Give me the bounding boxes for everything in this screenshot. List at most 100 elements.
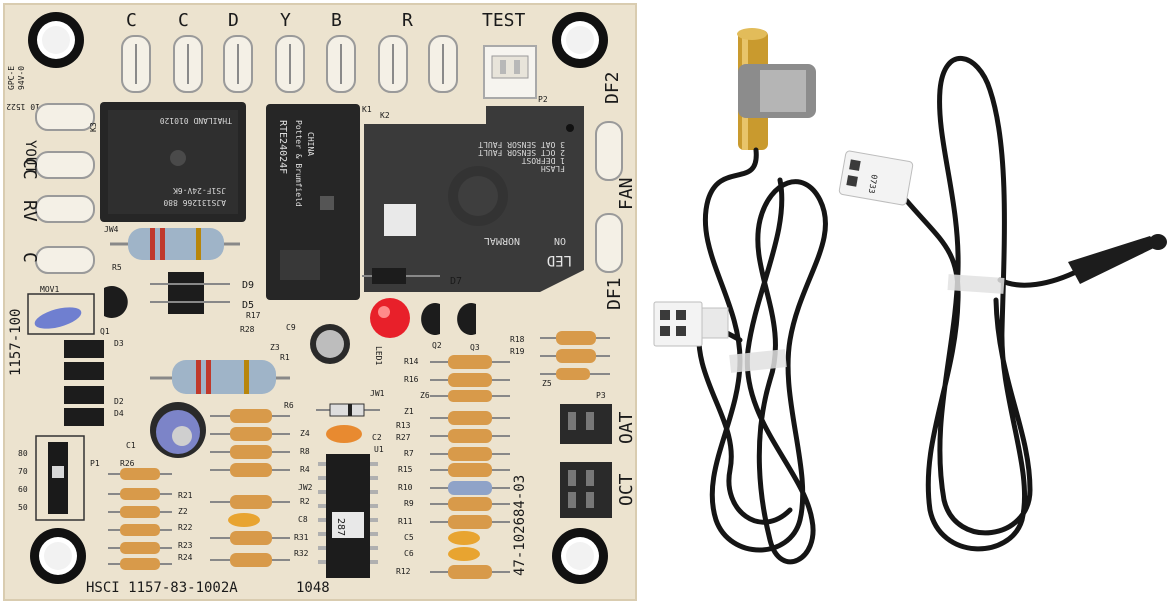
label-r21: R21 bbox=[178, 491, 193, 500]
label-r1: R1 bbox=[280, 353, 290, 362]
label-c2: C2 bbox=[372, 433, 382, 442]
resistor-r18-r19 bbox=[540, 331, 610, 380]
pipe-clamp-sensor bbox=[737, 28, 816, 150]
label-r8: R8 bbox=[300, 447, 310, 456]
label-r14: R14 bbox=[404, 357, 419, 366]
label-q3: Q3 bbox=[470, 343, 480, 352]
label-r19: R19 bbox=[510, 347, 525, 356]
sensor-cable-coil-right: 0733 bbox=[838, 56, 1167, 552]
label-r2: R2 bbox=[300, 497, 310, 506]
part-number-right: 47-102684-03 bbox=[512, 475, 528, 576]
board-bottom-text: HSCI 1157-83-1002A bbox=[86, 580, 238, 596]
terminal-label-rv: RV bbox=[19, 200, 40, 222]
label-q2: Q2 bbox=[432, 341, 442, 350]
label-c1: C1 bbox=[126, 441, 136, 450]
label-c6: C6 bbox=[404, 549, 414, 558]
terminal-label-d: D bbox=[228, 10, 239, 31]
varistor-mov1 bbox=[27, 293, 95, 335]
mounting-hole-bottom-left bbox=[30, 528, 86, 584]
sensor-plug-right: 0733 bbox=[838, 150, 914, 206]
temp-50: 50 bbox=[18, 503, 28, 512]
label-d4: D4 bbox=[114, 409, 124, 418]
test-connector bbox=[483, 45, 537, 99]
resistor-array-left bbox=[108, 468, 172, 570]
label-d2: D2 bbox=[114, 397, 124, 406]
terminal-label-c1: C bbox=[126, 10, 137, 31]
terminal-label-cc: CC bbox=[19, 158, 40, 180]
label-r10: R10 bbox=[398, 483, 413, 492]
corner-text-2: 94V-0 bbox=[17, 66, 26, 90]
label-r12: R12 bbox=[396, 567, 411, 576]
label-c8: C8 bbox=[298, 515, 308, 524]
connector-label-oat: OAT bbox=[616, 411, 637, 444]
label-r26: R26 bbox=[120, 459, 135, 468]
temp-selector-p1 bbox=[35, 435, 85, 521]
label-k1: K1 bbox=[362, 105, 372, 114]
label-d7: D7 bbox=[450, 276, 462, 287]
label-p2: P2 bbox=[538, 95, 548, 104]
label-z6: Z6 bbox=[420, 391, 430, 400]
transistor-q3 bbox=[457, 303, 476, 335]
label-r15: R15 bbox=[398, 465, 413, 474]
relay-k1-model: RTE24024F bbox=[277, 120, 288, 174]
label-k2: K2 bbox=[380, 111, 390, 120]
terminal-label-y: Y bbox=[280, 10, 291, 31]
terminal-label-c2: C bbox=[178, 10, 189, 31]
label-c9: C9 bbox=[286, 323, 296, 332]
defrost-timer-module: FLASH 1 DEFROST 2 OCT SENSOR FAULT 3 OAT… bbox=[364, 106, 584, 292]
sensor-cable-coil-left bbox=[653, 28, 828, 565]
label-r16: R16 bbox=[404, 375, 419, 384]
module-led-on: ON bbox=[554, 235, 566, 246]
test-label: TEST bbox=[482, 10, 526, 31]
label-u1: U1 bbox=[374, 445, 384, 454]
label-z4: Z4 bbox=[300, 429, 310, 438]
label-c5: C5 bbox=[404, 533, 414, 542]
mounting-hole-bottom-right bbox=[552, 528, 608, 584]
diode-stack-left bbox=[64, 340, 104, 426]
led-red bbox=[370, 298, 410, 338]
ic-label: 287 bbox=[335, 518, 346, 536]
resistor-array-middle bbox=[210, 409, 290, 567]
diode-jw1 bbox=[316, 403, 380, 417]
relay-k1-brand: Potter & Brumfield bbox=[294, 120, 303, 207]
lot-text: 10 1522 bbox=[6, 102, 40, 111]
capacitor-c2 bbox=[326, 425, 362, 443]
corner-text-1: GPC-E bbox=[7, 66, 16, 90]
label-jw1: JW1 bbox=[370, 389, 385, 398]
terminal-label-b: B bbox=[331, 10, 342, 31]
terminal-label-df1: DF1 bbox=[604, 277, 625, 310]
label-q1: Q1 bbox=[100, 327, 110, 336]
capacitor-c9 bbox=[310, 324, 350, 364]
label-r5: R5 bbox=[112, 263, 122, 272]
module-code-3: 3 OAT SENSOR FAULT bbox=[478, 140, 565, 149]
terminal-label-yout: YOUT bbox=[22, 140, 38, 174]
diode-pack-d9-d5 bbox=[150, 272, 230, 314]
label-r28: R28 bbox=[240, 325, 255, 334]
temp-80: 80 bbox=[18, 449, 28, 458]
label-r32: R32 bbox=[294, 549, 309, 558]
resistor-array-right bbox=[430, 355, 510, 579]
temp-70: 70 bbox=[18, 467, 28, 476]
relay-k3-text1: THAILAND 010120 bbox=[160, 116, 232, 125]
label-r7: R7 bbox=[404, 449, 414, 458]
label-z2: Z2 bbox=[178, 507, 188, 516]
relay-k3: THAILAND 010120 JS1F-24V-6K AJS131266 88… bbox=[100, 102, 246, 222]
label-r18: R18 bbox=[510, 335, 525, 344]
relay-k3-text2: JS1F-24V-6K bbox=[173, 186, 226, 195]
label-r9: R9 bbox=[404, 499, 414, 508]
mounting-hole-top-left bbox=[28, 12, 84, 68]
label-d9: D9 bbox=[242, 280, 254, 291]
module-flash-text: FLASH bbox=[541, 164, 565, 173]
label-r23: R23 bbox=[178, 541, 193, 550]
ic-u1: 287 bbox=[318, 454, 378, 578]
label-r31: R31 bbox=[294, 533, 309, 542]
label-r22: R22 bbox=[178, 523, 193, 532]
label-d3: D3 bbox=[114, 339, 124, 348]
terminal-label-c-side: C bbox=[19, 252, 40, 263]
label-z5: Z5 bbox=[542, 379, 552, 388]
part-number-left: 1157-100 bbox=[8, 309, 24, 376]
label-r17: R17 bbox=[246, 311, 261, 320]
module-code-1: 1 DEFROST bbox=[521, 156, 565, 165]
label-r6: R6 bbox=[284, 401, 294, 410]
label-k3: K3 bbox=[89, 122, 98, 132]
